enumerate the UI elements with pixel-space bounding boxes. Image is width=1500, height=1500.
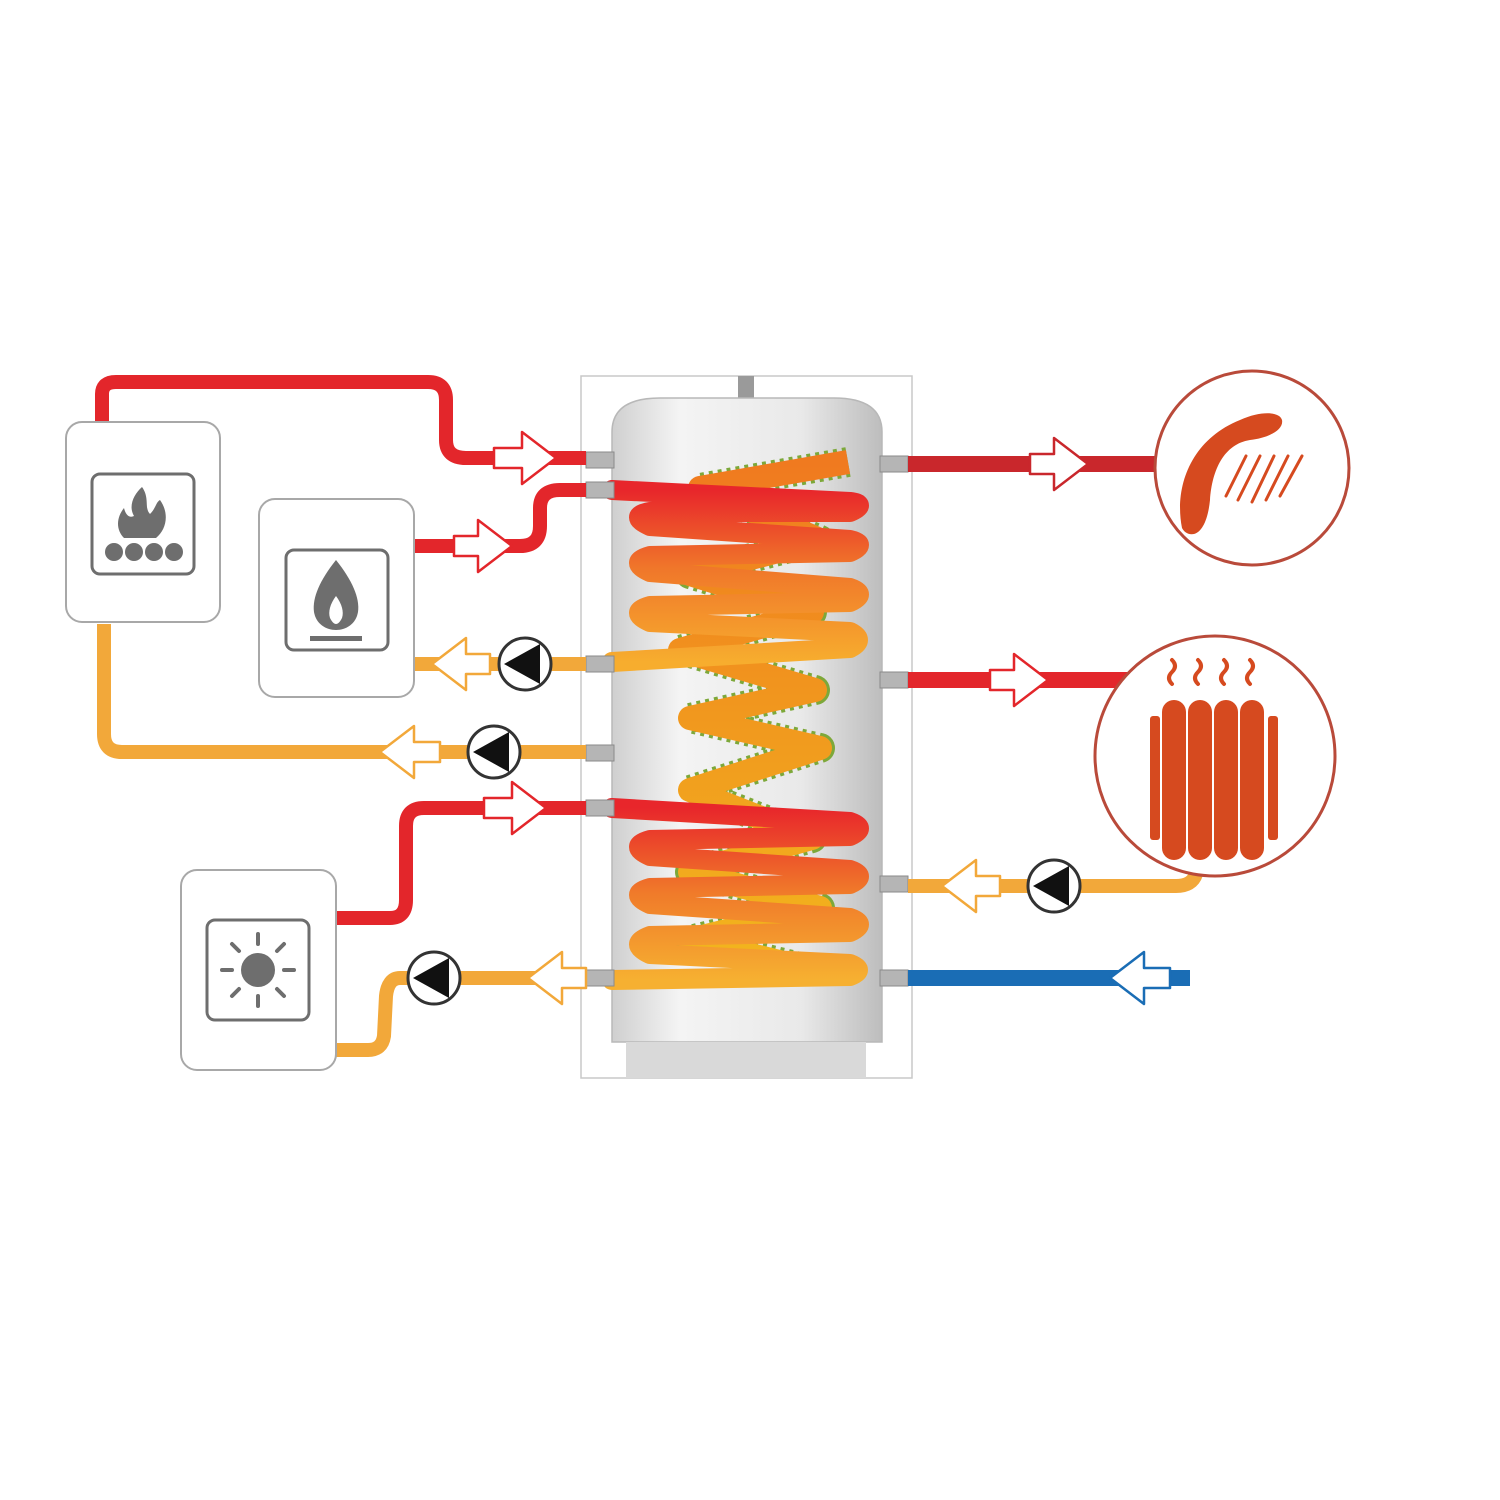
gas-supply-pipe [414, 483, 586, 553]
sun-icon [220, 932, 296, 1008]
arrow-right-icon [988, 652, 1050, 708]
arrow-left-icon [430, 636, 492, 692]
pump-icon [406, 950, 462, 1006]
radiator-consumer [1093, 634, 1337, 878]
solar-supply-pipe [336, 801, 586, 925]
arrow-left-icon [940, 858, 1002, 914]
shower-icon [1180, 413, 1304, 535]
pump-icon [1026, 858, 1082, 914]
gas-flame-icon [310, 560, 362, 641]
solid-fuel-boiler-box [65, 421, 221, 623]
radiator-icon [1150, 658, 1278, 860]
gas-boiler-box [258, 498, 415, 698]
arrow-left-icon [1108, 950, 1172, 1006]
solar-return-pipe [336, 971, 586, 1057]
arrow-right-icon [452, 518, 514, 574]
solid-fuel-return-pipe [97, 624, 586, 759]
pump-icon [497, 636, 553, 692]
upper-heating-coil [602, 480, 869, 672]
tank-connectors [585, 451, 909, 987]
arrow-left-icon [378, 724, 442, 780]
lower-solar-coil [602, 798, 869, 990]
arrow-right-icon [1028, 436, 1090, 492]
arrow-right-icon [492, 430, 558, 486]
solar-collector-box [180, 869, 337, 1071]
pump-icon [466, 724, 522, 780]
solid-fuel-flame-icon [105, 487, 183, 561]
shower-consumer [1153, 369, 1351, 567]
circulation-pumps [406, 636, 1082, 1006]
flow-arrows [378, 430, 1172, 1006]
arrow-left-icon [526, 950, 588, 1006]
tank-top-vent [738, 376, 754, 398]
tank-base [626, 1042, 866, 1078]
solid-fuel-supply-pipe [95, 375, 586, 465]
arrow-right-icon [482, 780, 548, 836]
